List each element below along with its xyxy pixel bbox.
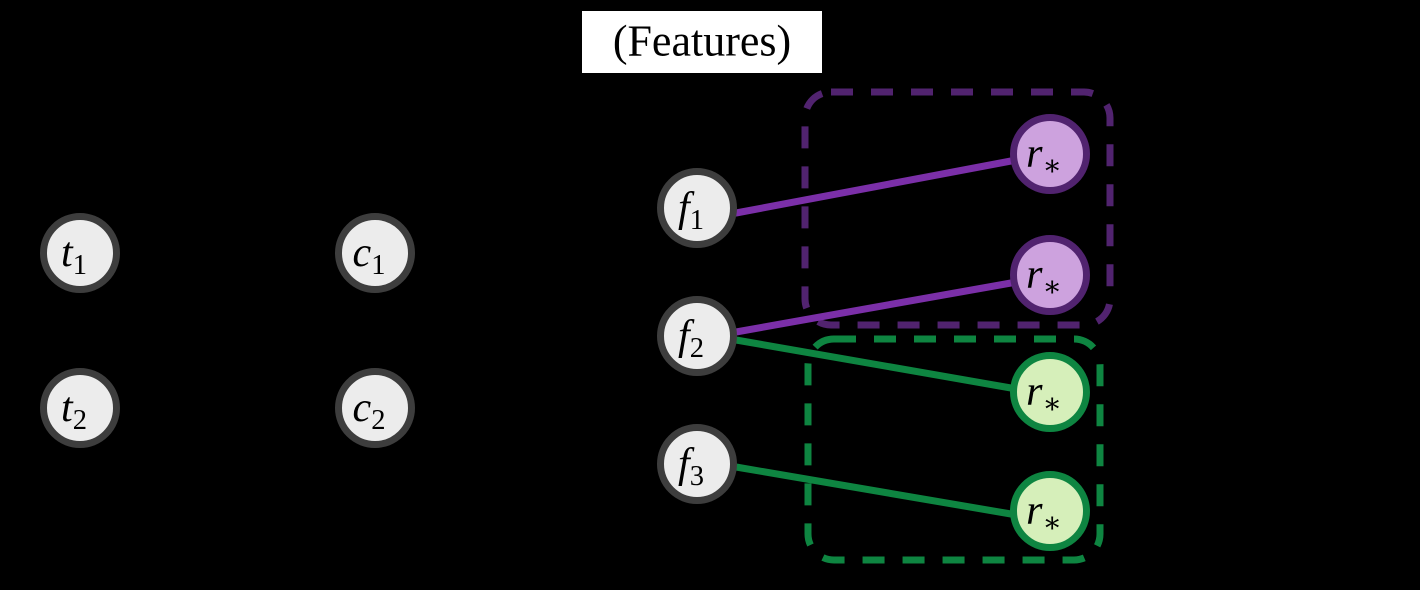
node-circle bbox=[657, 168, 737, 248]
node-f3[interactable]: f3 bbox=[657, 424, 737, 504]
title-background bbox=[582, 11, 822, 73]
node-label: r∗ bbox=[1026, 369, 1062, 420]
node-circle bbox=[1010, 114, 1090, 194]
node-r-star-green-1[interactable]: r∗ bbox=[1010, 352, 1090, 432]
node-circle bbox=[657, 424, 737, 504]
edge-f2-r2 bbox=[732, 279, 1015, 336]
node-circle bbox=[1010, 235, 1090, 315]
node-c1[interactable]: c1 bbox=[335, 213, 415, 293]
green-group-box bbox=[804, 335, 1104, 564]
node-circle bbox=[335, 213, 415, 293]
edge-f3-r4 bbox=[732, 463, 1015, 518]
edge-f1-r1 bbox=[732, 157, 1015, 217]
node-label: t1 bbox=[61, 230, 87, 281]
group-boxes bbox=[801, 88, 1114, 564]
edges bbox=[732, 157, 1015, 518]
node-label: c1 bbox=[353, 230, 386, 281]
purple-group-box bbox=[801, 88, 1114, 329]
node-circle bbox=[335, 368, 415, 448]
node-circle bbox=[40, 368, 120, 448]
node-t2[interactable]: t2 bbox=[40, 368, 120, 448]
node-t1[interactable]: t1 bbox=[40, 213, 120, 293]
node-circle bbox=[40, 213, 120, 293]
node-f2[interactable]: f2 bbox=[657, 296, 737, 376]
node-c2[interactable]: c2 bbox=[335, 368, 415, 448]
node-label: r∗ bbox=[1026, 131, 1062, 182]
node-circle bbox=[1010, 471, 1090, 551]
node-label: t2 bbox=[61, 385, 87, 436]
node-circle bbox=[657, 296, 737, 376]
node-r-star-green-2[interactable]: r∗ bbox=[1010, 471, 1090, 551]
node-label: r∗ bbox=[1026, 488, 1062, 539]
page-title: (Features) bbox=[613, 17, 791, 66]
edge-f2-r3 bbox=[732, 336, 1015, 392]
node-circle bbox=[1010, 352, 1090, 432]
node-label: c2 bbox=[353, 385, 386, 436]
node-f1[interactable]: f1 bbox=[657, 168, 737, 248]
title-group: (Features) bbox=[582, 11, 822, 73]
node-label: r∗ bbox=[1026, 252, 1062, 303]
node-r-star-purple-1[interactable]: r∗ bbox=[1010, 114, 1090, 194]
nodes: t1 t2 c1 c2 f1 f2 bbox=[40, 114, 1090, 551]
node-r-star-purple-2[interactable]: r∗ bbox=[1010, 235, 1090, 315]
